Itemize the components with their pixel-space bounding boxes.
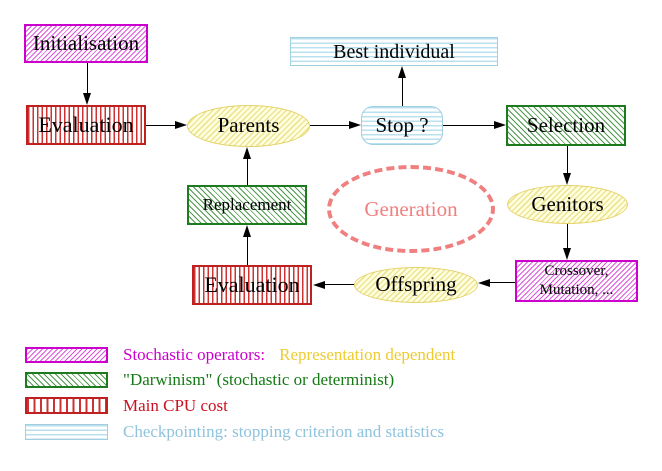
generation-label: Generation xyxy=(364,196,458,221)
arrow-init-to-evaluation-line xyxy=(87,63,88,94)
legend-swatch-checkpointing xyxy=(25,424,108,440)
node-genitors: Genitors xyxy=(507,185,628,224)
arrow-genitors-to-crossover-head xyxy=(563,248,571,260)
arrow-offspring-to-evaluation-head xyxy=(313,281,325,289)
arrow-evaluation-to-parents-head xyxy=(175,121,187,129)
arrow-selection-to-genitors-line xyxy=(567,146,568,174)
arrow-replacement-to-parents-line xyxy=(247,159,248,185)
arrow-evaluation-to-replacement-line xyxy=(247,237,248,265)
node-offspring: Offspring xyxy=(354,267,478,303)
node-initialisation-label: Initialisation xyxy=(32,30,140,55)
node-evaluation-bottom-label: Evaluation xyxy=(204,271,300,297)
node-evaluation-bottom: Evaluation xyxy=(192,265,312,305)
legend-swatch-darwinism xyxy=(25,372,108,388)
legend-row-darwinism: "Darwinism" (stochastic or determinist) xyxy=(123,371,394,389)
node-selection-label: Selection xyxy=(526,112,606,137)
legend-label-darwinism: "Darwinism" (stochastic or determinist) xyxy=(123,370,395,389)
arrow-selection-to-genitors-head xyxy=(563,173,571,185)
legend-row-cpu-cost: Main CPU cost xyxy=(123,397,228,415)
node-crossover-line2: Mutation, ... xyxy=(539,282,614,298)
legend-swatch-cpu-cost xyxy=(25,397,108,414)
node-crossover-line1: Crossover, xyxy=(544,263,609,280)
legend-row-checkpointing: Checkpointing: stopping criterion and st… xyxy=(123,423,444,441)
arrow-crossover-to-offspring-head xyxy=(478,279,490,287)
node-replacement-label: Replacement xyxy=(202,194,292,214)
node-crossover-mutation: Crossover, Mutation, ... xyxy=(515,260,638,302)
arrow-stop-to-selection-line xyxy=(443,125,495,126)
node-parents: Parents xyxy=(187,105,310,147)
arrow-offspring-to-evaluation-line xyxy=(325,284,354,285)
arrow-init-to-evaluation-head xyxy=(83,93,91,105)
arrow-stop-to-best-head xyxy=(398,66,406,78)
node-parents-label: Parents xyxy=(217,113,280,138)
node-best-individual-label: Best individual xyxy=(333,40,455,63)
legend-swatch-stochastic-operators xyxy=(25,347,108,363)
node-evaluation-top: Evaluation xyxy=(26,105,146,145)
node-replacement: Replacement xyxy=(187,185,307,225)
legend-label-cpu-cost: Main CPU cost xyxy=(123,396,228,415)
legend-label-stochastic-operators: Stochastic operators: xyxy=(123,345,266,364)
legend-row-stochastic-operators: Stochastic operators: Representation depe… xyxy=(123,346,455,364)
arrow-parents-to-stop-head xyxy=(349,121,361,129)
node-stop-label: Stop ? xyxy=(375,112,429,137)
node-stop: Stop ? xyxy=(361,106,443,145)
arrow-evaluation-to-parents-line xyxy=(146,125,176,126)
node-best-individual: Best individual xyxy=(290,37,498,66)
arrow-parents-to-stop-line xyxy=(310,125,350,126)
arrow-stop-to-best-line xyxy=(402,78,403,106)
node-initialisation: Initialisation xyxy=(24,24,148,63)
arrow-evaluation-to-replacement-head xyxy=(243,225,251,237)
legend-label-checkpointing: Checkpointing: stopping criterion and st… xyxy=(123,422,445,441)
generation-loop-ellipse: Generation xyxy=(327,165,495,253)
node-evaluation-top-label: Evaluation xyxy=(38,111,134,137)
node-offspring-label: Offspring xyxy=(375,272,457,297)
arrow-crossover-to-offspring-line xyxy=(490,282,515,283)
arrow-stop-to-selection-head xyxy=(494,121,506,129)
legend-label-representation-dependent: Representation dependent xyxy=(279,345,456,364)
arrow-replacement-to-parents-head xyxy=(243,147,251,159)
node-genitors-label: Genitors xyxy=(531,191,604,216)
arrow-genitors-to-crossover-line xyxy=(567,224,568,249)
node-selection: Selection xyxy=(506,105,626,146)
